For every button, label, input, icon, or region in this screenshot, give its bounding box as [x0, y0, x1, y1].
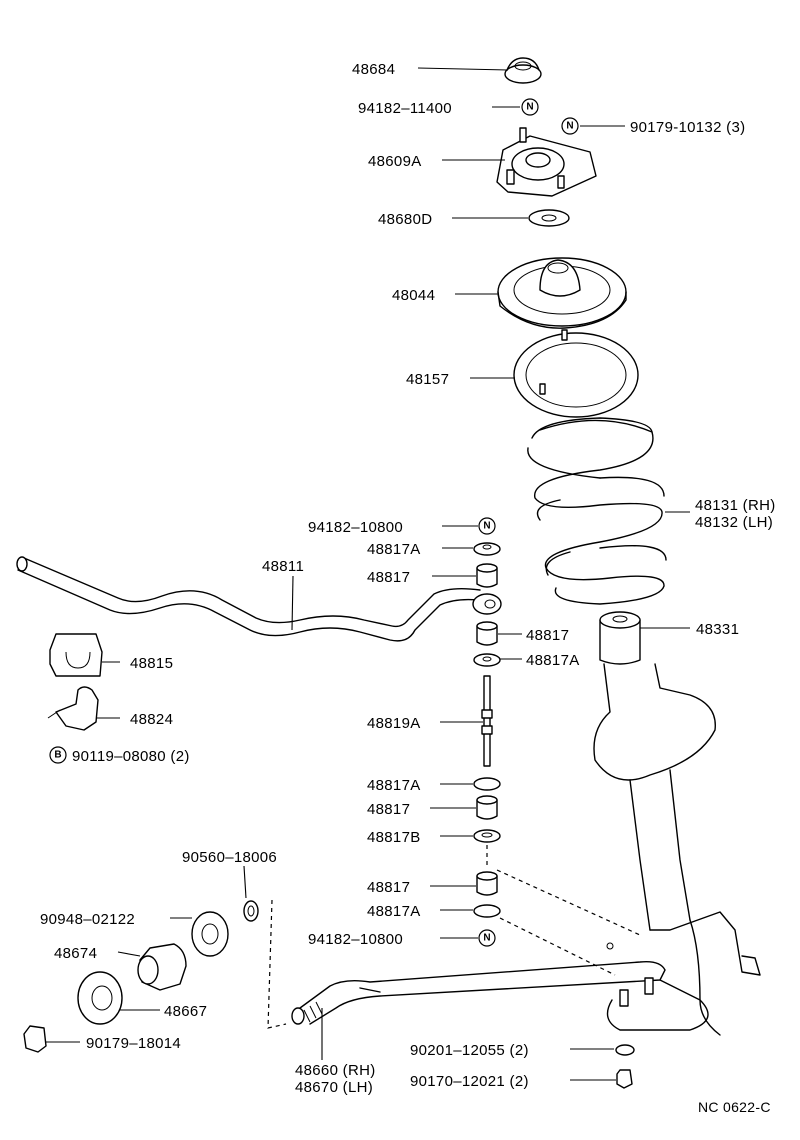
label-48817A: 48817A	[367, 541, 421, 558]
svg-text:B: B	[54, 750, 61, 761]
label-48815: 48815	[130, 655, 173, 672]
label-48817B: 48817B	[367, 829, 421, 846]
label-48131-rh: 48131 (RH)	[695, 497, 776, 514]
diagram-code: NC 0622-C	[698, 1099, 771, 1115]
part-48817B-retainer	[473, 829, 501, 843]
label-90560-18006: 90560–18006	[182, 849, 277, 866]
assembly-dashed-line	[267, 899, 287, 1029]
label-94182-11400: 94182–11400	[358, 100, 452, 117]
label-48660-rh: 48660 (RH)	[295, 1062, 376, 1079]
nut-symbol-icon: N	[478, 929, 496, 947]
part-90560-18006-washer	[243, 900, 259, 922]
part-48157-spring-insulator	[513, 329, 639, 418]
label-48817A: 48817A	[367, 903, 421, 920]
part-90201-12055-washer	[615, 1044, 635, 1056]
label-90179-10132: 90179-10132 (3)	[630, 119, 745, 136]
label-90201-12055: 90201–12055 (2)	[410, 1042, 529, 1059]
assembly-dashed-line	[499, 917, 616, 976]
part-48817-cushion	[476, 563, 498, 588]
part-48811-stabilizer-bar	[16, 556, 502, 642]
label-48817: 48817	[526, 627, 569, 644]
label-48817: 48817	[367, 801, 410, 818]
label-90170-12021: 90170–12021 (2)	[410, 1073, 529, 1090]
label-48157: 48157	[406, 371, 449, 388]
nut-symbol-icon: N	[521, 98, 539, 116]
part-48044-spring-seat	[497, 257, 627, 329]
label-94182-10800-top: 94182–10800	[308, 519, 403, 536]
label-48811: 48811	[262, 558, 304, 575]
part-48819A-stabilizer-link	[481, 675, 493, 767]
part-48815-stabilizer-bushing	[49, 633, 103, 677]
part-48609A-strut-support	[496, 127, 597, 197]
part-48331-bump-stopper	[599, 611, 641, 665]
part-shock-absorber-strut	[593, 663, 761, 1036]
svg-text:N: N	[483, 521, 490, 532]
part-48680D-washer	[528, 209, 570, 227]
label-48824: 48824	[130, 711, 173, 728]
label-48609A: 48609A	[368, 153, 422, 170]
svg-text:N: N	[566, 121, 573, 132]
label-48132-lh: 48132 (LH)	[695, 514, 773, 531]
assembly-dashed-line	[496, 869, 641, 936]
label-48817: 48817	[367, 879, 410, 896]
part-48817-cushion	[476, 795, 498, 820]
label-48667: 48667	[164, 1003, 207, 1020]
svg-text:N: N	[526, 102, 533, 113]
part-48131-coil-spring	[527, 417, 667, 605]
label-90948-02122: 90948–02122	[40, 911, 135, 928]
label-90179-18014: 90179–18014	[86, 1035, 181, 1052]
part-48817-cushion	[476, 871, 498, 896]
nut-symbol-icon: N	[561, 117, 579, 135]
part-90170-12021-nut	[616, 1069, 633, 1089]
bolt-symbol-icon: B	[49, 746, 67, 764]
label-48044: 48044	[392, 287, 435, 304]
part-48660-strut-rod	[291, 942, 666, 1025]
label-48817A: 48817A	[367, 777, 421, 794]
part-48817A-retainer	[473, 542, 501, 556]
svg-text:N: N	[483, 933, 490, 944]
part-48684-cap	[504, 57, 542, 84]
part-48667-strut-bar-cushion	[77, 971, 123, 1025]
label-94182-10800-bottom: 94182–10800	[308, 931, 403, 948]
part-48817A-retainer	[473, 904, 501, 918]
part-90948-02122-retainer	[191, 911, 229, 957]
nut-symbol-icon: N	[478, 517, 496, 535]
label-48674: 48674	[54, 945, 97, 962]
part-90179-18014-nut	[23, 1025, 47, 1053]
part-48824-bushing-bracket	[47, 686, 99, 731]
part-48674-strut-bar-cushion	[137, 943, 187, 991]
label-48817: 48817	[367, 569, 410, 586]
label-48680D: 48680D	[378, 211, 432, 228]
part-48817A-retainer	[473, 777, 501, 791]
label-48331: 48331	[696, 621, 739, 638]
label-48817A: 48817A	[526, 652, 580, 669]
label-90119-08080: 90119–08080 (2)	[72, 748, 190, 765]
label-48670-lh: 48670 (LH)	[295, 1079, 373, 1096]
label-48819A: 48819A	[367, 715, 421, 732]
label-48684: 48684	[352, 61, 395, 78]
part-48817-cushion	[476, 621, 498, 646]
part-48817A-retainer	[473, 653, 501, 667]
